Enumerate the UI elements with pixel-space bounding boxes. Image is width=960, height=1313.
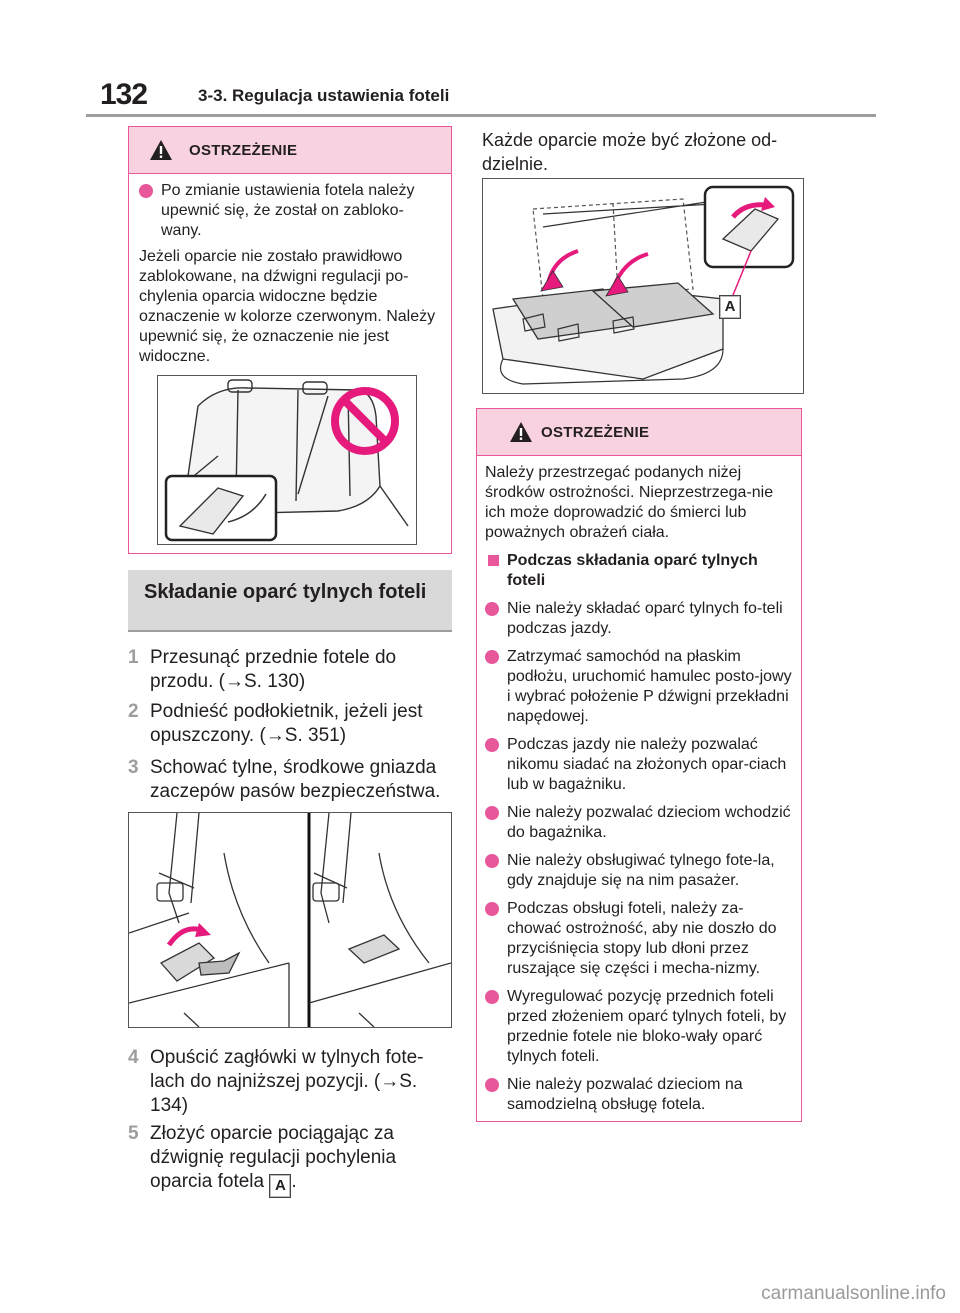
warning-paragraph: Jeżeli oparcie nie zostało prawidłowo za…: [139, 248, 436, 365]
step-number: 1: [128, 647, 139, 668]
step-number: 5: [128, 1123, 139, 1144]
warning-box-1: OSTRZEŻENIE Po zmianie ustawienia fotela…: [128, 126, 452, 554]
warning-label: OSTRZEŻENIE: [541, 424, 650, 441]
step-text: Schować tylne, środkowe gniazda zaczepów…: [150, 757, 441, 802]
warning-box-2: OSTRZEŻENIE Należy przestrzegać podanych…: [476, 408, 802, 1122]
warning-bullet: Nie należy składać oparć tylnych fo-teli…: [485, 599, 797, 639]
belt-buckle-figure: [128, 812, 452, 1028]
warning-subhead: Podczas składania oparć tylnych foteli: [485, 551, 797, 591]
section-heading: Składanie oparć tylnych foteli: [128, 570, 452, 632]
warning-header: OSTRZEŻENIE: [477, 409, 801, 456]
section-title: 3-3. Regulacja ustawienia foteli: [198, 86, 450, 105]
step-number: 3: [128, 757, 139, 778]
step-4: 4 Opuścić zagłówki w tylnych fote-lach d…: [128, 1046, 458, 1118]
warning-bullet: Wyregulować pozycję przednich foteli prz…: [485, 987, 797, 1067]
warning-label: OSTRZEŻENIE: [189, 142, 298, 159]
warning-header: OSTRZEŻENIE: [129, 127, 451, 174]
figure-label-a: A: [719, 295, 741, 319]
warning-bullet: Zatrzymać samochód na płaskim podłożu, u…: [485, 647, 797, 727]
warning-bullet: Podczas obsługi foteli, należy za-chować…: [485, 899, 797, 979]
step-text: Opuścić zagłówki w tylnych fote-lach do …: [150, 1047, 424, 1116]
header-divider: [86, 114, 876, 117]
step-5: 5 Złożyć oparcie pociągając za dźwignię …: [128, 1122, 458, 1198]
folding-seats-illustration: [492, 185, 795, 385]
label-a-badge: A: [269, 1174, 292, 1198]
step-number: 4: [128, 1047, 139, 1068]
step-text: Złożyć oparcie pociągając za dźwignię re…: [150, 1123, 397, 1192]
step-punctuation: .: [291, 1171, 297, 1192]
step-2: 2 Podnieść podłokietnik, jeżeli jest opu…: [128, 700, 458, 748]
step-3: 3 Schować tylne, środkowe gniazda zaczep…: [128, 756, 458, 804]
warning-triangle-icon: [510, 422, 532, 442]
warning-bullet: Nie należy obsługiwać tylnego fote-la, g…: [485, 851, 797, 891]
warning-bullet: Po zmianie ustawienia fotela należy upew…: [139, 181, 441, 241]
step-text: Przesunąć przednie fotele do przodu. (→S…: [150, 647, 397, 692]
warning-bullet: Nie należy pozwalać dzieciom wchodzić do…: [485, 803, 797, 843]
belt-buckle-illustration: [128, 812, 452, 1028]
step-1: 1 Przesunąć przednie fotele do przodu. (…: [128, 646, 458, 694]
warning-intro: Należy przestrzegać podanych niżej środk…: [485, 464, 774, 541]
step-number: 2: [128, 701, 139, 722]
warning-triangle-icon: [150, 140, 172, 160]
watermark[interactable]: carmanualsonline.info: [761, 1283, 946, 1304]
step-text: Podnieść podłokietnik, jeżeli jest opusz…: [150, 701, 423, 746]
seat-lever-figure: [157, 375, 417, 545]
folding-intro-text: Każde oparcie może być złożone od-dzieln…: [482, 130, 778, 174]
page-number: 132: [100, 78, 148, 111]
warning-bullet: Podczas jazdy nie należy pozwalać nikomu…: [485, 735, 797, 795]
prohibition-icon: [331, 387, 399, 455]
folding-seats-figure: A: [482, 178, 804, 394]
warning-bullet: Nie należy pozwalać dzieciom na samodzie…: [485, 1075, 797, 1115]
